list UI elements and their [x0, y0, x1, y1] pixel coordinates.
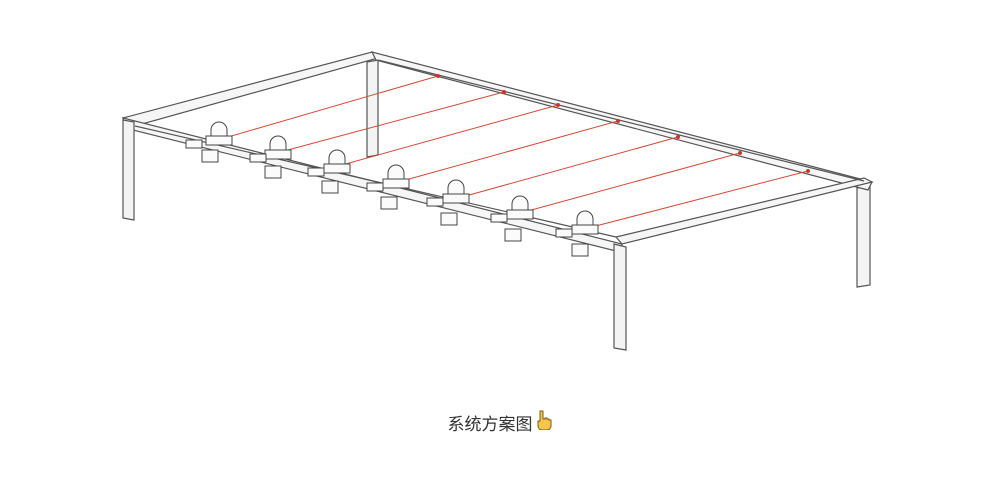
- pointing-down-hand-icon: [535, 410, 553, 435]
- caption-text: 系统方案图: [447, 415, 533, 435]
- leg-front-left: [122, 119, 135, 221]
- sensor-unit-7: [555, 210, 599, 257]
- laser-dots: [436, 74, 810, 173]
- sensor-unit-6: [490, 195, 534, 242]
- sensor-units: [185, 121, 599, 257]
- diagram-caption: 系统方案图: [0, 410, 1000, 435]
- sensor-unit-5: [426, 179, 470, 226]
- sensor-unit-2: [249, 135, 292, 179]
- leg-back-right: [856, 185, 871, 288]
- sensor-unit-3: [307, 149, 351, 194]
- system-scheme-diagram: [121, 51, 874, 351]
- sensor-unit-1: [185, 121, 233, 163]
- leg-front-right: [613, 243, 627, 351]
- sensor-unit-4: [366, 164, 410, 210]
- leg-back-left: [366, 59, 379, 158]
- laser-beams: [227, 75, 809, 229]
